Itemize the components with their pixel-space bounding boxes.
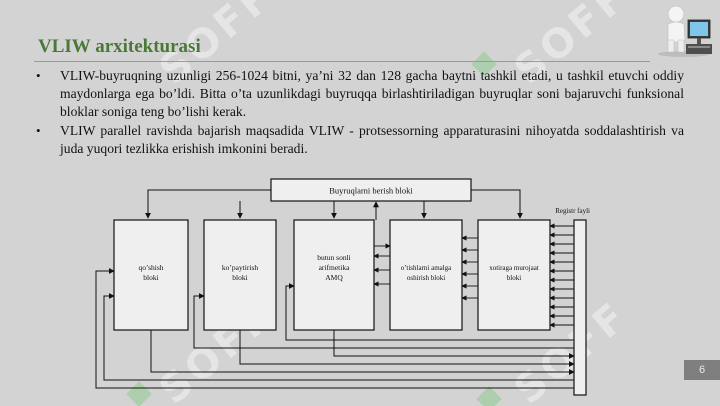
functional-block: qo’shish bloki: [113, 219, 189, 331]
list-item: • VLIW-buyruqning uzunligi 256-1024 bitn…: [36, 67, 684, 121]
bullet-list: • VLIW-buyruqning uzunligi 256-1024 bitn…: [36, 67, 684, 159]
vliw-architecture-diagram: Buyruqlarni berish bloki qo’shish bloki …: [95, 178, 590, 396]
svg-text:qo’shish: qo’shish: [138, 263, 163, 272]
bullet-dot: •: [36, 123, 41, 138]
svg-text:arifmetika: arifmetika: [319, 263, 350, 272]
svg-text:ko’paytirish: ko’paytirish: [222, 263, 258, 272]
functional-block: xotiraga murojaat bloki: [477, 219, 551, 331]
instruction-issue-label: Buyruqlarni berish bloki: [329, 186, 413, 196]
page-number: 6: [684, 360, 720, 380]
bullet-text: VLIW parallel ravishda bajarish maqsadid…: [60, 123, 684, 156]
svg-text:bloki: bloki: [143, 273, 158, 282]
svg-text:oshirish bloki: oshirish bloki: [407, 274, 445, 282]
functional-block: butun sonli arifmetika AMQ: [293, 219, 375, 331]
functional-block: ko’paytirish bloki: [203, 219, 277, 331]
data-bus: [373, 223, 574, 328]
title-divider: [34, 61, 650, 62]
register-file: [573, 219, 587, 396]
bullet-text: VLIW-buyruqning uzunligi 256-1024 bitni,…: [60, 68, 684, 119]
list-item: • VLIW parallel ravishda bajarish maqsad…: [36, 122, 684, 158]
register-file-label: Registr fayli: [555, 207, 590, 215]
svg-text:bloki: bloki: [507, 274, 521, 282]
svg-text:butun sonli: butun sonli: [317, 253, 351, 262]
functional-block: o’tishlarni amalga oshirish bloki: [389, 219, 463, 331]
svg-text:bloki: bloki: [232, 273, 247, 282]
svg-text:AMQ: AMQ: [325, 273, 343, 282]
svg-text:xotiraga murojaat: xotiraga murojaat: [489, 264, 539, 272]
presenter-computer-logo: [658, 5, 712, 57]
svg-text:o’tishlarni amalga: o’tishlarni amalga: [401, 264, 452, 272]
bullet-dot: •: [36, 68, 41, 83]
page-title: VLIW arxitekturasi: [38, 36, 201, 57]
